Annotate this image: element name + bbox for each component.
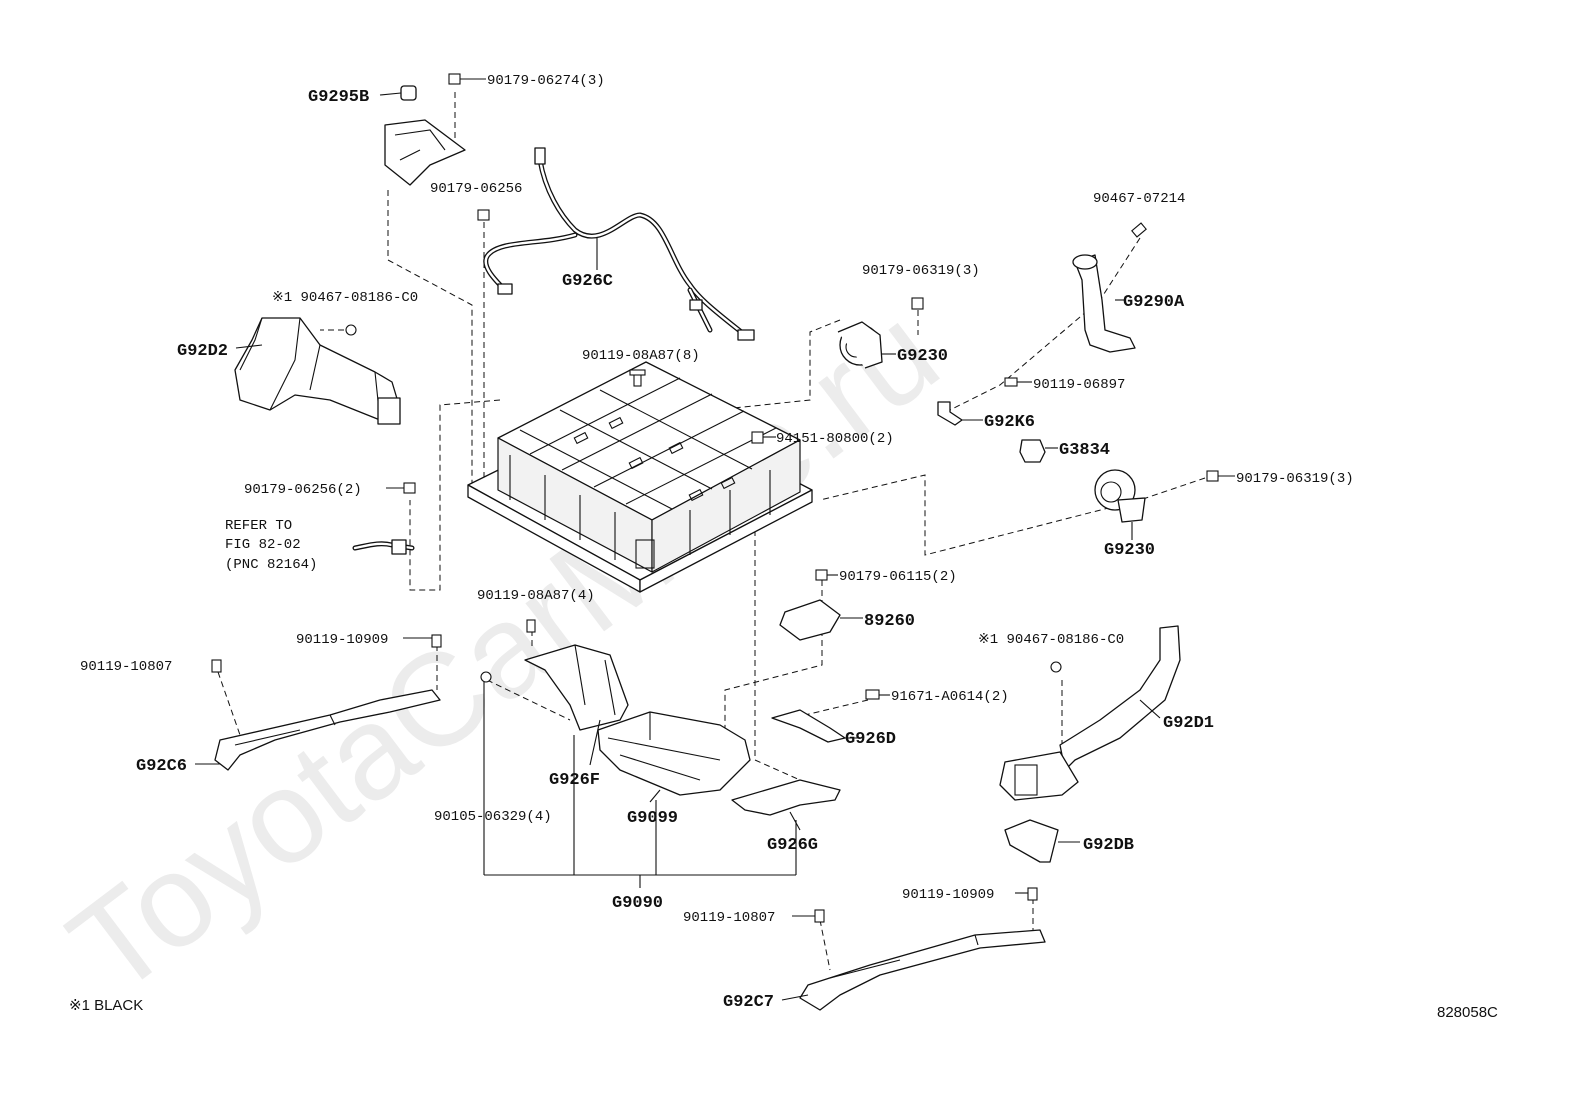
part-number-label: ※1 90467-08186-C0 — [978, 632, 1124, 648]
callout-label: G92D1 — [1163, 714, 1214, 733]
bolt-icon — [211, 659, 222, 673]
G9099-housing — [597, 711, 751, 796]
reference-note-line: FIG 82-02 — [225, 537, 301, 553]
callout-label: G926D — [845, 730, 896, 749]
G9230-blower-right — [1094, 469, 1146, 523]
part-number-label: 90119-10807 — [683, 910, 775, 926]
nut-icon — [815, 569, 828, 581]
G3834-sensor — [1019, 439, 1046, 463]
part-number-label: 90179-06319(3) — [862, 263, 980, 279]
bolt-icon — [1027, 887, 1038, 901]
part-number-label: 90179-06256 — [430, 181, 522, 197]
part-number-label: 90119-08A87(8) — [582, 348, 700, 364]
nut-icon — [477, 209, 490, 221]
G92D1-duct — [999, 625, 1181, 801]
callout-label: G926F — [549, 771, 600, 790]
bolt-icon — [1050, 661, 1062, 673]
part-number-label: 90119-06897 — [1033, 377, 1125, 393]
G926D-bracket — [771, 709, 846, 743]
G9090-group-bracket — [483, 682, 797, 888]
footnote: ※1 BLACK — [69, 997, 143, 1014]
callout-label: G3834 — [1059, 441, 1110, 460]
bolt-icon — [480, 671, 492, 683]
part-number-label: 90467-07214 — [1093, 191, 1185, 207]
part-number-label: 90105-06329(4) — [434, 809, 552, 825]
callout-label: G9290A — [1123, 293, 1185, 312]
bolt-icon — [1131, 222, 1147, 238]
wire-harness — [483, 147, 755, 341]
part-number-label: 90119-08A87(4) — [477, 588, 595, 604]
callout-label: G9090 — [612, 894, 663, 913]
fasteners — [211, 73, 1219, 923]
part-number-label: 90179-06319(3) — [1236, 471, 1354, 487]
bolt-icon — [1004, 377, 1018, 387]
G926G-bracket — [731, 779, 841, 816]
part-number-label: 91671-A0614(2) — [891, 689, 1009, 705]
nut-icon — [1206, 470, 1219, 482]
watermark: ToyotaCarMine.ru — [43, 278, 963, 1022]
G9230-blower-top — [837, 321, 883, 369]
G926F-bracket — [524, 644, 629, 731]
bolt-icon — [526, 619, 536, 633]
callout-label: G92K6 — [984, 413, 1035, 432]
callout-label: G9295B — [308, 88, 369, 107]
nut-icon — [911, 297, 924, 310]
part-number-label: 90179-06274(3) — [487, 73, 605, 89]
bolt-icon — [431, 634, 442, 648]
callout-label: G92D2 — [177, 342, 228, 361]
bolt-icon — [865, 689, 880, 700]
G92C6-bracket — [214, 689, 441, 771]
leader-lines — [195, 78, 1235, 1001]
callout-label: G926G — [767, 836, 818, 855]
bolt-icon — [814, 909, 825, 923]
nut-icon — [751, 431, 764, 444]
part-number-label: 90119-10909 — [296, 632, 388, 648]
callout-label: G9230 — [1104, 541, 1155, 560]
G9290A-duct — [1072, 254, 1136, 353]
G92C7-bracket — [799, 929, 1046, 1011]
bolt-icon — [629, 369, 646, 387]
callout-label: G9099 — [627, 809, 678, 828]
nut-icon — [448, 73, 461, 85]
reference-note-line: (PNC 82164) — [225, 557, 317, 573]
part-number-label: 90119-10909 — [902, 887, 994, 903]
part-labels: 90179-06274(3) G9295B 90179-06256 G926C … — [69, 73, 1498, 1021]
G92D2-duct — [234, 317, 401, 425]
figure-number: 828058C — [1437, 1004, 1498, 1021]
hybrid-battery-assembly — [467, 361, 813, 593]
nut-icon — [403, 482, 416, 494]
part-number-label: 90119-10807 — [80, 659, 172, 675]
callout-label: G926C — [562, 272, 613, 291]
bolt-icon — [345, 324, 357, 336]
G92DB-part — [1004, 819, 1059, 863]
callout-label: 89260 — [864, 612, 915, 631]
part-number-label: 94151-80800(2) — [776, 431, 894, 447]
callout-label: G92C7 — [723, 993, 774, 1012]
G9295B-part — [384, 85, 466, 186]
part-number-label: ※1 90467-08186-C0 — [272, 290, 418, 306]
part-number-label: 90179-06115(2) — [839, 569, 957, 585]
reference-note-line: REFER TO — [225, 518, 292, 534]
callout-label: G9230 — [897, 347, 948, 366]
89260-module — [779, 599, 841, 641]
callout-label: G92DB — [1083, 836, 1134, 855]
callout-label: G92C6 — [136, 757, 187, 776]
cable-reference — [352, 539, 415, 555]
part-number-label: 90179-06256(2) — [244, 482, 362, 498]
